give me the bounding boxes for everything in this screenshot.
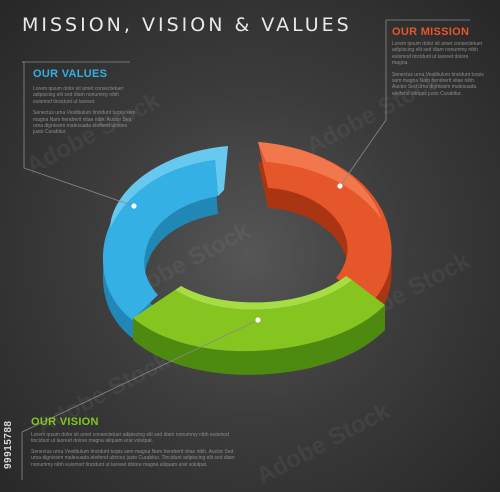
vision-paragraph: Senectus urna Vestibulum tincidunt turpi… — [31, 448, 235, 468]
mission-paragraph: Lorem ipsum dolor sit amet consectetuer … — [392, 41, 483, 67]
vision-title: OUR VISION — [31, 416, 99, 428]
mission-title: OUR MISSION — [392, 26, 470, 38]
vision-anchor-dot — [255, 317, 261, 323]
segment-mission — [258, 142, 392, 322]
page-title: MISSION, VISION & VALUES — [22, 14, 352, 36]
stock-id-text: 99915788 — [3, 420, 14, 470]
values-paragraph: Senectus urna Vestibulum tincidunt turpi… — [33, 110, 136, 136]
mission-anchor-dot — [337, 183, 343, 189]
segment-values — [102, 146, 228, 338]
vision-text: Lorem ipsum dolor sit amet consectetuer … — [31, 432, 236, 468]
values-paragraph: Lorem ipsum dolor sit amet consectetuer … — [33, 86, 124, 105]
connector-lines — [21, 19, 470, 480]
stock-id: 99915788 — [2, 383, 14, 471]
mission-paragraph: Senectus urna Vestibulum tincidunt turpi… — [392, 71, 484, 97]
values-title: OUR VALUES — [33, 68, 108, 80]
mission-text: Lorem ipsum dolor sit amet consectetuer … — [392, 41, 484, 97]
vision-paragraph: Lorem ipsum dolor sit amet consectetuer … — [31, 432, 229, 445]
values-anchor-dot — [131, 203, 137, 209]
segment-vision — [133, 276, 385, 375]
values-text: Lorem ipsum dolor sit amet consectetuer … — [33, 86, 138, 136]
